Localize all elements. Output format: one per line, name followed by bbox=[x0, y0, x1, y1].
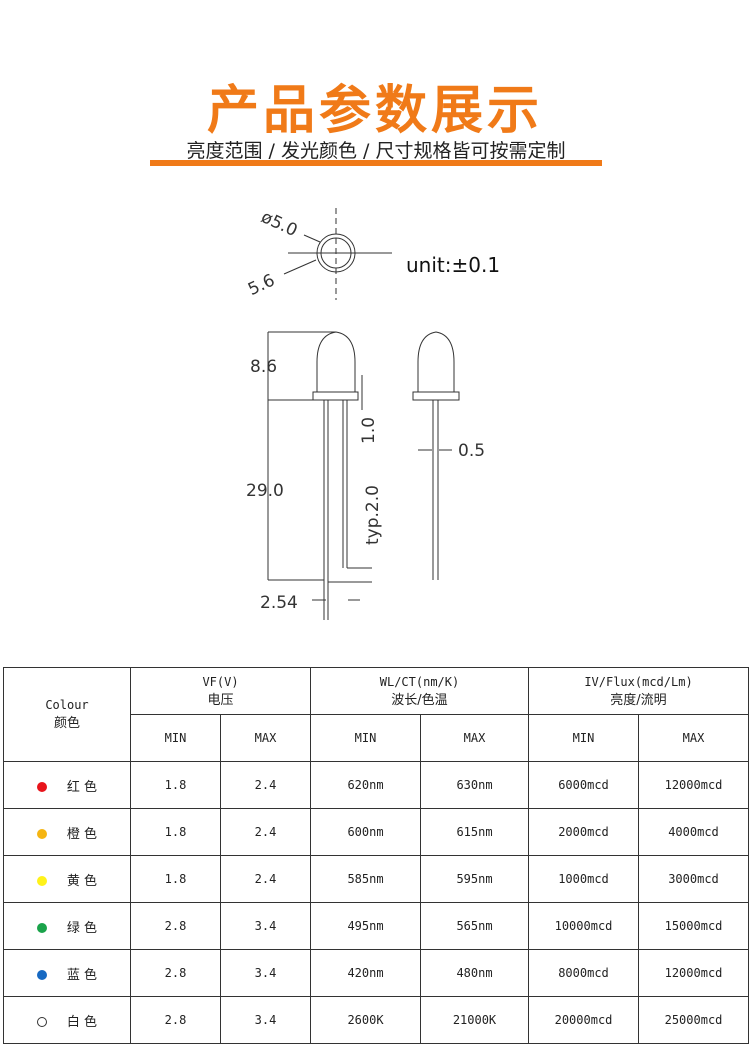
flange-label: 5.6 bbox=[245, 270, 278, 300]
value-cell: 2.8 bbox=[130, 949, 221, 997]
value-cell: 420nm bbox=[310, 949, 421, 997]
wire-label: 0.5 bbox=[458, 441, 485, 461]
value-cell: 495nm bbox=[310, 902, 421, 950]
value-cell: 2.8 bbox=[130, 902, 221, 950]
gap-label: 1.0 bbox=[359, 417, 379, 444]
wl-header: WL/CT(nm/K) 波长/色温 bbox=[310, 667, 529, 715]
iv-en: IV/Flux(mcd/Lm) bbox=[584, 674, 693, 689]
value-cell: 2600K bbox=[310, 996, 421, 1044]
colour-name: 橙 色 bbox=[66, 826, 98, 842]
value-cell: 620nm bbox=[310, 761, 421, 809]
value-cell: 630nm bbox=[420, 761, 529, 809]
vf-max: MAX bbox=[220, 714, 311, 762]
value-cell: 3.4 bbox=[220, 996, 311, 1044]
colour-cell: 橙 色 bbox=[3, 808, 131, 856]
wl-max: MAX bbox=[420, 714, 529, 762]
colour-dot-icon bbox=[36, 923, 47, 933]
colour-name: 红 色 bbox=[66, 779, 98, 795]
iv-max: MAX bbox=[638, 714, 749, 762]
colour-name: 绿 色 bbox=[66, 920, 98, 936]
vf-en: VF(V) bbox=[202, 674, 239, 689]
value-cell: 25000mcd bbox=[638, 996, 749, 1044]
value-cell: 2.4 bbox=[220, 761, 311, 809]
value-cell: 2.4 bbox=[220, 808, 311, 856]
value-cell: 10000mcd bbox=[528, 902, 639, 950]
colour-cn: 颜色 bbox=[53, 716, 80, 731]
colour-cell: 白 色 bbox=[3, 996, 131, 1044]
page-title: 产品参数展示 bbox=[206, 81, 543, 141]
value-cell: 565nm bbox=[420, 902, 529, 950]
led-dimension-drawing: ø5.0 5.6 unit:±0.1 8.6 29.0 1.0 typ.2.0 … bbox=[245, 207, 500, 620]
colour-en: Colour bbox=[45, 698, 89, 712]
value-cell: 1.8 bbox=[130, 855, 221, 903]
iv-min: MIN bbox=[528, 714, 639, 762]
wl-min: MIN bbox=[310, 714, 421, 762]
value-cell: 2000mcd bbox=[528, 808, 639, 856]
value-cell: 2.4 bbox=[220, 855, 311, 903]
diameter-label: ø5.0 bbox=[258, 207, 300, 241]
lead-length-label: 29.0 bbox=[246, 481, 284, 501]
iv-cn: 亮度/流明 bbox=[610, 692, 667, 708]
value-cell: 600nm bbox=[310, 808, 421, 856]
value-cell: 3000mcd bbox=[638, 855, 749, 903]
value-cell: 1000mcd bbox=[528, 855, 639, 903]
value-cell: 21000K bbox=[420, 996, 529, 1044]
value-cell: 12000mcd bbox=[638, 949, 749, 997]
value-cell: 12000mcd bbox=[638, 761, 749, 809]
value-cell: 3.4 bbox=[220, 949, 311, 997]
pitch-label: 2.54 bbox=[260, 593, 298, 613]
value-cell: 585nm bbox=[310, 855, 421, 903]
colour-cell: 绿 色 bbox=[3, 902, 131, 950]
value-cell: 480nm bbox=[420, 949, 529, 997]
vf-min: MIN bbox=[130, 714, 221, 762]
value-cell: 1.8 bbox=[130, 808, 221, 856]
colour-dot-icon bbox=[36, 1017, 47, 1027]
subtitle-underline bbox=[150, 160, 602, 166]
colour-name: 黄 色 bbox=[66, 873, 98, 889]
colour-dot-icon bbox=[36, 876, 47, 886]
colour-dot-icon bbox=[36, 829, 47, 839]
height-label: 8.6 bbox=[250, 357, 277, 377]
value-cell: 615nm bbox=[420, 808, 529, 856]
colour-header: Colour 颜色 bbox=[3, 667, 131, 762]
iv-header: IV/Flux(mcd/Lm) 亮度/流明 bbox=[528, 667, 749, 715]
value-cell: 6000mcd bbox=[528, 761, 639, 809]
typ-label: typ.2.0 bbox=[363, 485, 383, 545]
colour-dot-icon bbox=[36, 970, 47, 980]
value-cell: 2.8 bbox=[130, 996, 221, 1044]
colour-name: 蓝 色 bbox=[66, 967, 98, 983]
value-cell: 595nm bbox=[420, 855, 529, 903]
value-cell: 3.4 bbox=[220, 902, 311, 950]
colour-cell: 蓝 色 bbox=[3, 949, 131, 997]
value-cell: 15000mcd bbox=[638, 902, 749, 950]
value-cell: 1.8 bbox=[130, 761, 221, 809]
wl-en: WL/CT(nm/K) bbox=[379, 674, 460, 689]
subtitle: 亮度范围 / 发光颜色 / 尺寸规格皆可按需定制 bbox=[186, 140, 566, 162]
spec-table: Colour 颜色 VF(V) 电压 WL/CT(nm/K) 波长/色温 IV/Flu… bbox=[3, 667, 749, 1044]
value-cell: 8000mcd bbox=[528, 949, 639, 997]
colour-cell: 黄 色 bbox=[3, 855, 131, 903]
vf-header: VF(V) 电压 bbox=[130, 667, 311, 715]
wl-cn: 波长/色温 bbox=[391, 692, 448, 708]
unit-label: unit:±0.1 bbox=[406, 253, 500, 277]
vf-cn: 电压 bbox=[207, 692, 234, 708]
value-cell: 20000mcd bbox=[528, 996, 639, 1044]
colour-cell: 红 色 bbox=[3, 761, 131, 809]
value-cell: 4000mcd bbox=[638, 808, 749, 856]
colour-dot-icon bbox=[36, 782, 47, 792]
colour-name: 白 色 bbox=[66, 1014, 98, 1030]
